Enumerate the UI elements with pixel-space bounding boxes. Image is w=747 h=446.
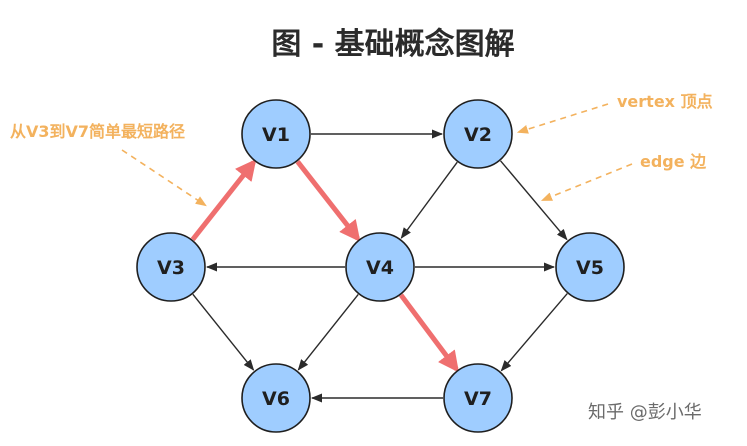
node-label-v6: V6	[262, 388, 290, 410]
watermark-text: 知乎 @彭小华	[588, 402, 702, 423]
node-v6: V6	[241, 363, 311, 433]
annotation-vertex: vertex 顶点	[516, 92, 713, 134]
annotation-edge: edge 边	[540, 152, 707, 201]
node-label-v5: V5	[576, 257, 604, 279]
shortest-path-annotation-text: 从V3到V7简单最短路径	[10, 122, 185, 141]
edge-v3-v6	[192, 293, 255, 371]
edge-v2-v5	[500, 160, 568, 241]
node-v2: V2	[443, 99, 513, 169]
edge-v4-v6	[297, 293, 359, 371]
node-label-v4: V4	[366, 257, 394, 279]
edges-layer	[190, 129, 568, 403]
node-label-v1: V1	[262, 124, 290, 146]
edge-v1-v4	[295, 160, 361, 242]
node-v3: V3	[136, 232, 206, 302]
node-v4: V4	[345, 232, 415, 302]
node-v7: V7	[443, 363, 513, 433]
node-v1: V1	[241, 99, 311, 169]
edge-annotation-pointer	[540, 163, 633, 201]
node-circle-v3	[136, 232, 206, 302]
node-circle-v4	[345, 232, 415, 302]
node-v5: V5	[555, 232, 625, 302]
vertex-annotation-pointer	[516, 103, 609, 134]
edge-v2-v4	[400, 161, 458, 239]
edge-v3-v1	[190, 158, 257, 242]
node-circle-v1	[241, 99, 311, 169]
annotation-shortest-path: 从V3到V7简单最短路径	[10, 122, 207, 207]
edge-annotation-text: edge 边	[640, 152, 707, 171]
node-label-v2: V2	[464, 124, 492, 146]
vertex-annotation-text: vertex 顶点	[617, 92, 713, 111]
node-circle-v7	[443, 363, 513, 433]
edge-v5-v7	[500, 293, 568, 372]
node-circle-v2	[443, 99, 513, 169]
edge-v4-v7	[398, 293, 459, 373]
node-label-v7: V7	[464, 388, 492, 410]
node-label-v3: V3	[157, 257, 185, 279]
diagram-title: 图 - 基础概念图解	[271, 27, 514, 62]
node-circle-v5	[555, 232, 625, 302]
shortest-path-annotation-pointer	[121, 149, 207, 207]
node-circle-v6	[241, 363, 311, 433]
